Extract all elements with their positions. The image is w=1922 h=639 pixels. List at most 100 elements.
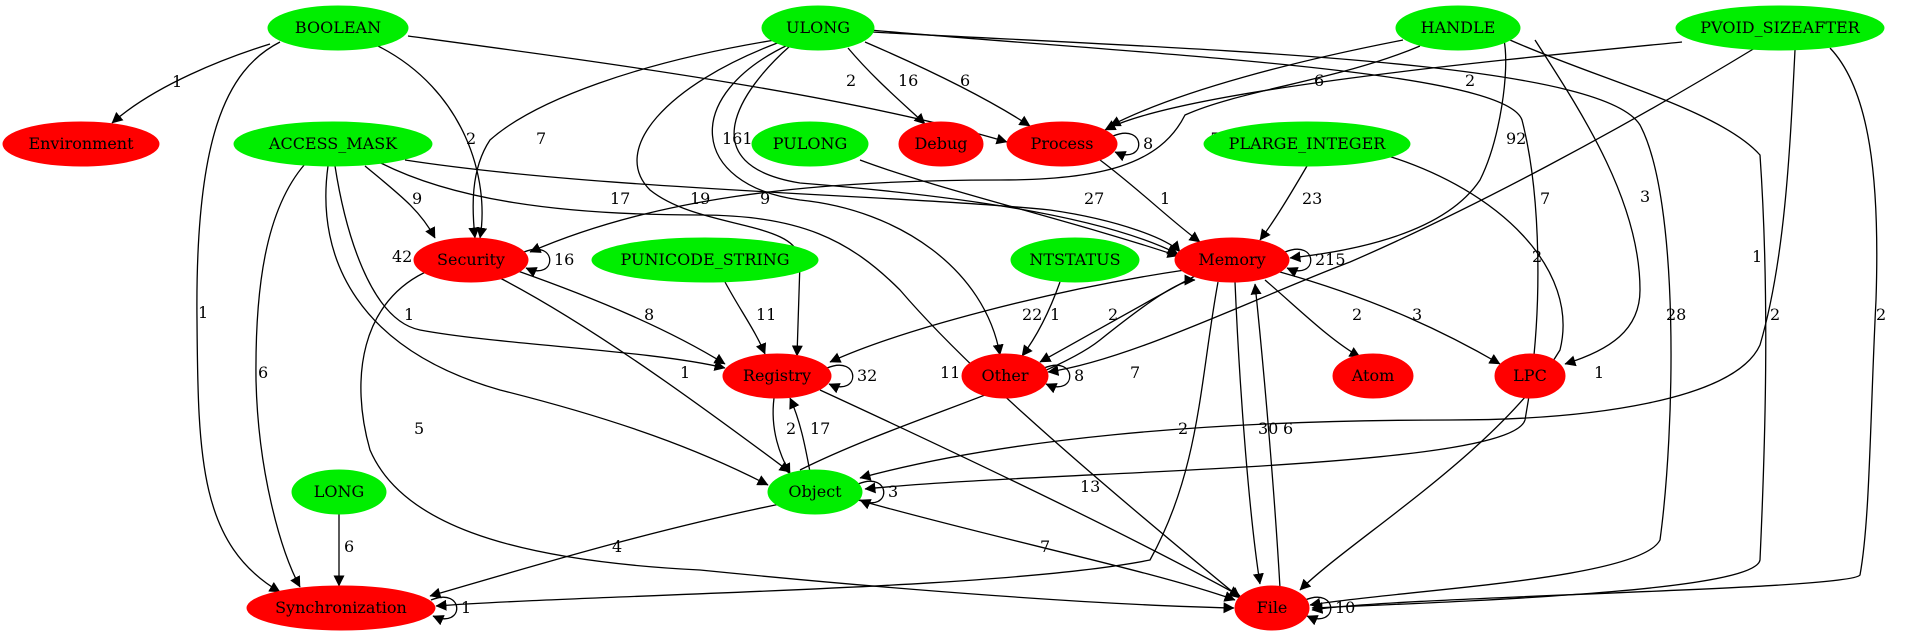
- edge-pulong-to-memory: 27: [859, 159, 1179, 258]
- edge-line: [819, 389, 1241, 597]
- edge-line: [1311, 39, 1767, 614]
- edge-line: [325, 165, 769, 486]
- node-label: Debug: [914, 134, 967, 153]
- edge-label: 3: [888, 482, 898, 501]
- edge-label: 1: [1050, 305, 1060, 324]
- node-label: Synchronization: [275, 598, 407, 617]
- edge-line: [857, 499, 1236, 602]
- node-shape: [722, 353, 832, 399]
- edge-label: 8: [1074, 366, 1084, 385]
- edge-line: [1112, 132, 1140, 162]
- edge-label: 7: [1130, 363, 1140, 382]
- node-shape: [1332, 353, 1414, 399]
- edge-process-to-memory: 1: [1099, 159, 1201, 243]
- edge-line: [1259, 165, 1308, 241]
- edge-label: 2: [1352, 305, 1362, 324]
- node-shape: [1494, 353, 1566, 399]
- edge-synchronization-to-synchronization: 1: [430, 596, 471, 626]
- edge-label: 6: [1314, 71, 1324, 90]
- edge-line: [711, 43, 1004, 356]
- edge-line: [1304, 596, 1332, 626]
- edge-label: 6: [960, 71, 970, 90]
- edge-object-to-registry: 17: [789, 397, 830, 473]
- edge-line: [364, 165, 436, 239]
- node-label: PULONG: [773, 134, 848, 153]
- node-shape: [233, 121, 433, 167]
- edge-label: 32: [857, 366, 877, 385]
- edge-ulong-to-security: 7: [468, 39, 776, 239]
- edge-label: 6: [258, 363, 268, 382]
- edge-boolean-to-environment: 1: [111, 43, 271, 124]
- edge-label: 16: [898, 71, 918, 90]
- edge-label: 1: [1594, 363, 1604, 382]
- edge-line: [799, 274, 1196, 471]
- edge-line: [1104, 41, 1683, 131]
- edge-memory-to-file: 30: [1234, 281, 1278, 585]
- edge-handle-to-process: 6: [1109, 39, 1404, 127]
- node-ntstatus: NTSTATUS: [1010, 237, 1140, 283]
- node-label: Object: [788, 482, 842, 501]
- node-label: PLARGE_INTEGER: [1229, 134, 1387, 153]
- node-label: Atom: [1351, 366, 1395, 385]
- edge-line: [724, 281, 767, 355]
- edge-registry-to-file: 13: [819, 389, 1241, 597]
- edge-line: [1109, 39, 1404, 127]
- edge-label: 7: [536, 129, 546, 148]
- node-registry: Registry: [722, 353, 832, 399]
- node-shape: [591, 237, 819, 283]
- edge-line: [1284, 248, 1312, 278]
- edge-line: [1047, 47, 1756, 376]
- edge-line: [1021, 281, 1061, 357]
- node-label: HANDLE: [1421, 18, 1496, 37]
- edge-label: 215: [1315, 250, 1346, 269]
- edge-line: [429, 501, 791, 599]
- node-shape: [1010, 237, 1140, 283]
- edge-security-to-object: 1: [499, 277, 791, 473]
- edge-object-to-object: 3: [857, 480, 898, 510]
- edge-label: 17: [610, 189, 630, 208]
- node-shape: [1395, 5, 1521, 51]
- edge-label: 6: [1283, 419, 1293, 438]
- edge-label: 6: [344, 537, 354, 556]
- edge-label: 2: [786, 419, 796, 438]
- edge-line: [255, 163, 306, 588]
- edge-label: 42: [392, 247, 412, 266]
- node-shape: [961, 353, 1049, 399]
- edge-label: 1: [1752, 247, 1762, 266]
- edge-label: 3: [1640, 187, 1650, 206]
- node-shape: [246, 585, 436, 631]
- edge-label: 4: [612, 537, 622, 556]
- edge-label: 28: [1666, 305, 1686, 324]
- node-label: Process: [1031, 134, 1094, 153]
- edge-line: [1099, 159, 1201, 243]
- edge-label: 2: [1876, 305, 1886, 324]
- edge-label: 9: [760, 189, 770, 208]
- node-punicode-string: PUNICODE_STRING: [591, 237, 819, 283]
- edge-label: 17: [810, 419, 830, 438]
- edge-security-to-file: 5: [360, 269, 1235, 614]
- edge-line: [1311, 47, 1878, 614]
- edge-line: [1234, 281, 1264, 585]
- edge-access_mask-to-security: 9: [364, 165, 436, 239]
- node-object: Object: [767, 469, 863, 515]
- edge-label: 1: [198, 303, 208, 322]
- node-label: PVOID_SIZEAFTER: [1700, 18, 1860, 37]
- edge-label: 11: [940, 363, 960, 382]
- node-label: File: [1257, 598, 1288, 617]
- edge-ulong-to-other: 9: [711, 43, 1004, 356]
- edge-plarge_integer-to-memory: 23: [1259, 165, 1322, 241]
- node-pvoid-sizeafter: PVOID_SIZEAFTER: [1675, 5, 1885, 51]
- node-label: Environment: [28, 134, 134, 153]
- node-label: NTSTATUS: [1029, 250, 1120, 269]
- edge-line: [1264, 279, 1361, 358]
- edge-line: [859, 49, 1796, 481]
- edge-label: 13: [1080, 477, 1100, 496]
- edge-label: 2: [1178, 419, 1188, 438]
- node-label: Security: [437, 250, 505, 269]
- edge-handle-to-lpc: 3: [1534, 39, 1650, 367]
- edge-boolean-to-synchronization: 1: [196, 41, 281, 593]
- node-shape: [1203, 121, 1411, 167]
- edge-label: 1: [461, 598, 471, 617]
- node-shape: [1006, 121, 1118, 167]
- edge-line: [435, 281, 1219, 611]
